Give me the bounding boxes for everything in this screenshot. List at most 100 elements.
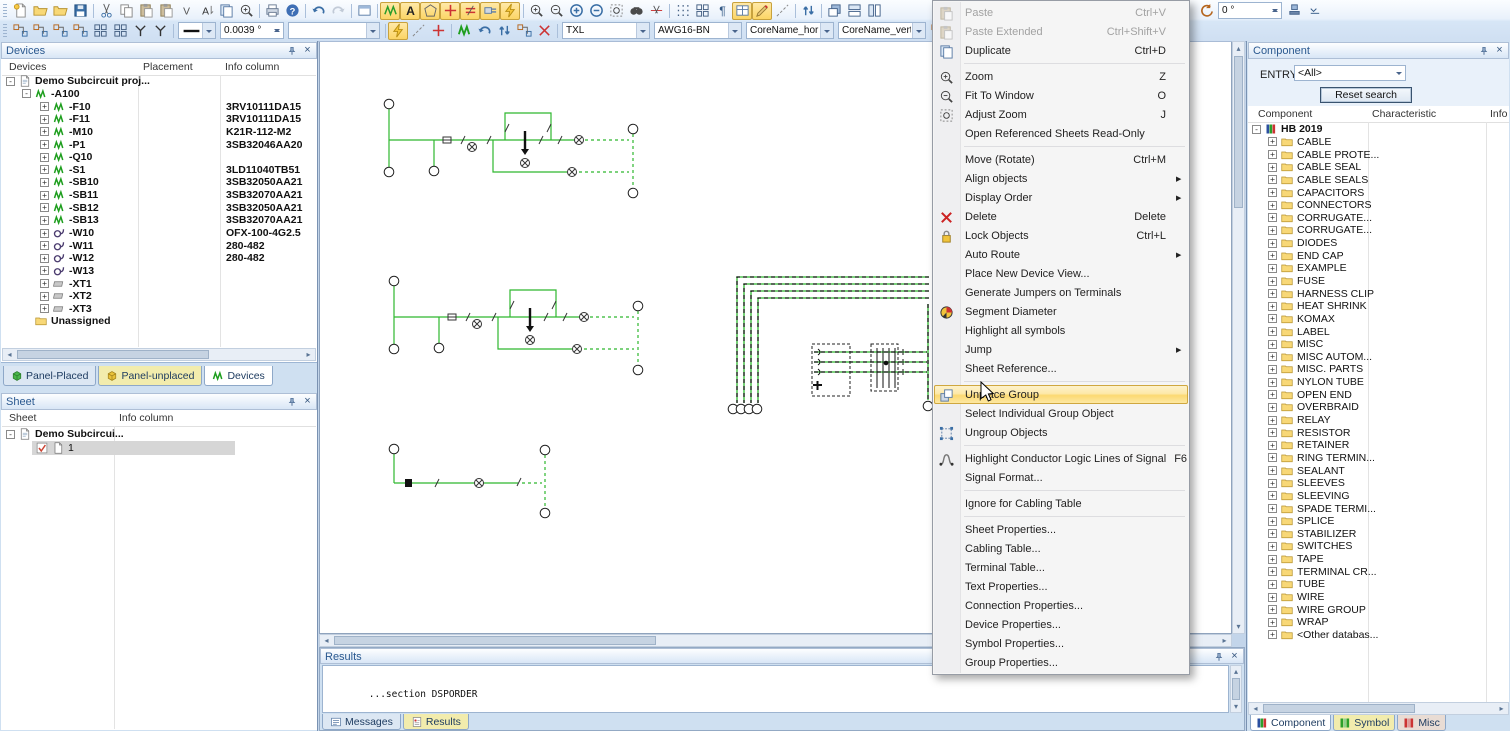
rotate-angle-input[interactable]: 0 ° xyxy=(1218,2,1282,19)
toolbar-options-button[interactable] xyxy=(1304,2,1324,20)
tree-expander-icon[interactable]: + xyxy=(1268,213,1277,222)
format-v-button[interactable] xyxy=(176,2,196,20)
component-folder-open-end[interactable]: + OPEN END xyxy=(1248,388,1509,401)
menu-item-display-order[interactable]: Display Order ▶ xyxy=(934,188,1188,207)
tree-expander-icon[interactable]: + xyxy=(40,229,49,238)
component-folder-sealant[interactable]: + SEALANT xyxy=(1248,464,1509,477)
menu-item-auto-route[interactable]: Auto Route ▶ xyxy=(934,245,1188,264)
tree-expander-icon[interactable]: + xyxy=(1268,188,1277,197)
cut-wire-button[interactable] xyxy=(534,22,554,40)
reroute-button[interactable] xyxy=(494,22,514,40)
reduce-button[interactable] xyxy=(586,2,606,20)
tree-expander-icon[interactable]: + xyxy=(40,140,49,149)
tree-expander-icon[interactable]: + xyxy=(40,127,49,136)
tree-expander-icon[interactable]: + xyxy=(40,203,49,212)
signal-names-button[interactable] xyxy=(388,22,408,40)
core-name-vert-select[interactable]: CoreName_vert xyxy=(838,22,926,39)
copy-button[interactable] xyxy=(116,2,136,20)
tree-expander-icon[interactable]: + xyxy=(1268,529,1277,538)
menu-item-open-referenced-sheets[interactable]: Open Referenced Sheets Read-Only xyxy=(934,124,1188,143)
component-folder-retainer[interactable]: + RETAINER xyxy=(1248,439,1509,452)
tree-expander-icon[interactable]: - xyxy=(6,77,15,86)
tree-expander-icon[interactable]: + xyxy=(40,153,49,162)
tab-results[interactable]: Results xyxy=(403,714,469,730)
connect-pins-alt-button[interactable] xyxy=(30,22,50,40)
new-button[interactable] xyxy=(10,2,30,20)
menu-item-cabling-table[interactable]: Cabling Table... xyxy=(934,539,1188,558)
menu-item-highlight-conductor[interactable]: Highlight Conductor Logic Lines of Signa… xyxy=(934,449,1188,468)
device-row-s1[interactable]: + -S1 3LD11040TB51 xyxy=(2,163,316,176)
canvas-vscrollbar[interactable]: ▴ ▾ xyxy=(1232,41,1245,634)
tree-expander-icon[interactable]: + xyxy=(40,216,49,225)
menu-item-terminal-table[interactable]: Terminal Table... xyxy=(934,558,1188,577)
tree-expander-icon[interactable]: + xyxy=(1268,277,1277,286)
device-row-sb12[interactable]: + -SB12 3SB32050AA21 xyxy=(2,201,316,214)
tree-expander-icon[interactable]: + xyxy=(40,241,49,250)
zoom-out-button[interactable] xyxy=(546,2,566,20)
component-folder-nylon-tube[interactable]: + NYLON TUBE xyxy=(1248,376,1509,389)
new-window-button[interactable] xyxy=(354,2,374,20)
menu-item-lock-objects[interactable]: Lock Objects Ctrl+L xyxy=(934,226,1188,245)
menu-item-paste[interactable]: Paste Ctrl+V xyxy=(934,3,1188,22)
tree-expander-icon[interactable]: + xyxy=(40,102,49,111)
draw-line-button[interactable] xyxy=(772,2,792,20)
device-row-a100[interactable]: - -A100 xyxy=(2,88,316,101)
menu-item-unplace-group[interactable]: Unplace Group xyxy=(934,385,1188,404)
menu-item-sheet-properties[interactable]: Sheet Properties... xyxy=(934,520,1188,539)
component-folder-tube[interactable]: + TUBE xyxy=(1248,578,1509,591)
tree-expander-icon[interactable]: + xyxy=(1268,542,1277,551)
tree-expander-icon[interactable]: + xyxy=(1268,175,1277,184)
component-folder-cable-seal[interactable]: + CABLE SEAL xyxy=(1248,161,1509,174)
tree-expander-icon[interactable]: + xyxy=(1268,327,1277,336)
tree-expander-icon[interactable]: + xyxy=(1268,251,1277,260)
zoom-window-button[interactable] xyxy=(606,2,626,20)
component-folder-stabilizer[interactable]: + STABILIZER xyxy=(1248,528,1509,541)
tree-expander-icon[interactable]: + xyxy=(1268,302,1277,311)
tree-expander-icon[interactable]: + xyxy=(40,191,49,200)
menu-item-select-individual-group-object[interactable]: Select Individual Group Object xyxy=(934,404,1188,423)
tree-expander-icon[interactable] xyxy=(22,317,31,326)
table-mode-button[interactable] xyxy=(732,2,752,20)
component-folder-cable-prote[interactable]: + CABLE PROTE... xyxy=(1248,148,1509,161)
component-folder-wire-group[interactable]: + WIRE GROUP xyxy=(1248,603,1509,616)
signal-tool-alt-button[interactable] xyxy=(428,22,448,40)
trim-button[interactable] xyxy=(646,2,666,20)
open-project-button[interactable] xyxy=(50,2,70,20)
tree-expander-icon[interactable]: + xyxy=(1268,340,1277,349)
component-folder-fuse[interactable]: + FUSE xyxy=(1248,275,1509,288)
swap-direction-button[interactable] xyxy=(798,2,818,20)
menu-item-duplicate[interactable]: Duplicate Ctrl+D xyxy=(934,41,1188,60)
component-folder-diodes[interactable]: + DIODES xyxy=(1248,237,1509,250)
component-folder-harness-clip[interactable]: + HARNESS CLIP xyxy=(1248,287,1509,300)
menu-item-segment-diameter[interactable]: Segment Diameter xyxy=(934,302,1188,321)
component-folder-label[interactable]: + LABEL xyxy=(1248,325,1509,338)
menu-item-zoom[interactable]: Zoom Z xyxy=(934,67,1188,86)
device-row-xt2[interactable]: + -XT2 xyxy=(2,290,316,303)
tree-expander-icon[interactable]: + xyxy=(1268,630,1277,639)
place-symbol-button[interactable] xyxy=(380,2,400,20)
tree-expander-icon[interactable]: + xyxy=(1268,555,1277,564)
tree-expander-icon[interactable]: + xyxy=(1268,352,1277,361)
tree-expander-icon[interactable]: + xyxy=(40,266,49,275)
tree-expander-icon[interactable]: + xyxy=(1268,466,1277,475)
snap-grid-button[interactable] xyxy=(692,2,712,20)
device-row-w11[interactable]: + -W11 280-482 xyxy=(2,239,316,252)
menu-item-adjust-zoom[interactable]: Adjust Zoom J xyxy=(934,105,1188,124)
menu-item-align-objects[interactable]: Align objects ▶ xyxy=(934,169,1188,188)
tree-expander-icon[interactable]: + xyxy=(1268,618,1277,627)
draw-connection-button[interactable] xyxy=(752,2,772,20)
menu-item-sheet-reference[interactable]: Sheet Reference... xyxy=(934,359,1188,378)
column-placement[interactable]: Placement xyxy=(143,61,193,73)
search-in-sheet-button[interactable] xyxy=(236,2,256,20)
component-root-row[interactable]: - HB 2019 xyxy=(1248,123,1509,136)
tree-expander-icon[interactable]: + xyxy=(1268,403,1277,412)
column-characteristic[interactable]: Characteristic xyxy=(1372,108,1436,120)
device-row-f10[interactable]: + -F10 3RV10111DA15 xyxy=(2,100,316,113)
place-stamp-button[interactable] xyxy=(1284,2,1304,20)
column-info[interactable]: Info c... xyxy=(1490,108,1509,120)
column-info[interactable]: Info column xyxy=(119,412,173,424)
tree-expander-icon[interactable]: + xyxy=(1268,314,1277,323)
tab-panel-unplaced[interactable]: Panel-unplaced xyxy=(98,366,202,386)
menu-item-group-properties[interactable]: Group Properties... xyxy=(934,653,1188,672)
tree-expander-icon[interactable]: + xyxy=(1268,150,1277,159)
